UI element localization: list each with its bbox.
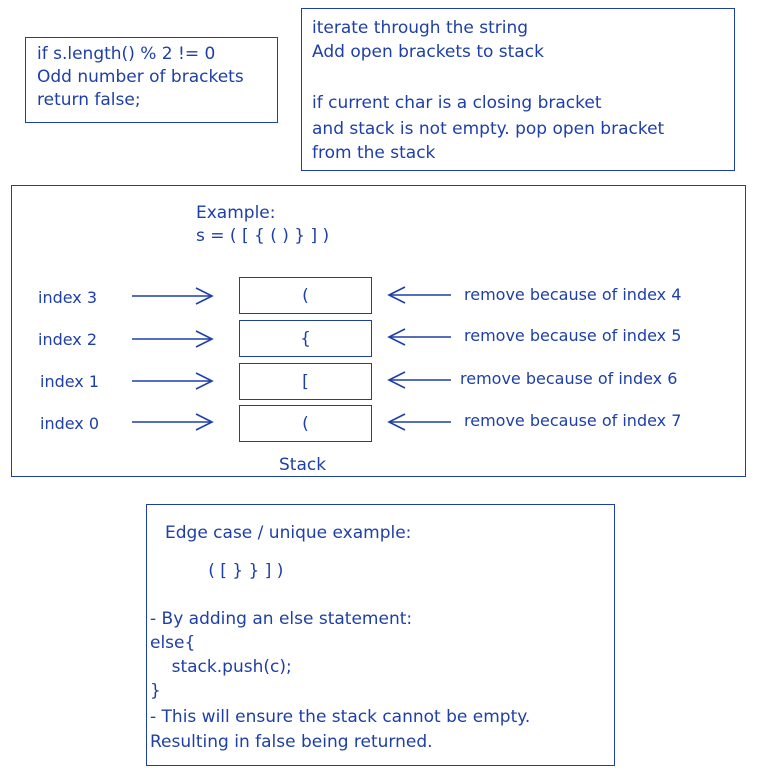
- remove-label: remove because of index 4: [464, 285, 682, 304]
- remove-label: remove because of index 7: [464, 411, 682, 430]
- note-line: return false;: [37, 90, 141, 110]
- stack-slot: [: [239, 363, 372, 400]
- note-line: ( [ } } ] ): [165, 561, 284, 581]
- stack-slot: {: [239, 320, 372, 357]
- note-line: Odd number of brackets: [37, 67, 244, 87]
- index-label: index 0: [40, 414, 100, 433]
- example-expression: s = ( [ { ( ) } ] ): [196, 226, 330, 246]
- edge-case-note: Edge case / unique example: ( [ } } ] ) …: [146, 504, 615, 766]
- remove-label: remove because of index 6: [460, 369, 678, 388]
- remove-label: remove because of index 5: [464, 326, 682, 345]
- note-line: iterate through the string: [312, 18, 529, 38]
- note-line: if current char is a closing bracket: [312, 93, 602, 113]
- note-line: from the stack: [312, 143, 436, 163]
- note-line: stack.push(c);: [150, 657, 292, 677]
- note-line: and stack is not empty. pop open bracket: [312, 119, 665, 139]
- stack-char: [: [302, 371, 309, 392]
- stack-slot: (: [239, 277, 372, 314]
- arrow-left-icon: [387, 328, 451, 346]
- note-line: - This will ensure the stack cannot be e…: [150, 707, 531, 727]
- example-frame: [11, 185, 746, 477]
- note-line: Resulting in false being returned.: [150, 732, 433, 752]
- stack-char: (: [302, 413, 309, 434]
- stack-slot: (: [239, 405, 372, 442]
- note-line: Add open brackets to stack: [312, 42, 544, 62]
- arrow-right-icon: [132, 372, 214, 390]
- note-line: - By adding an else statement:: [150, 609, 413, 629]
- note-line: else{: [150, 633, 196, 653]
- stack-char: {: [300, 328, 311, 349]
- arrow-right-icon: [132, 413, 214, 431]
- stack-char: (: [302, 285, 309, 306]
- note-line: Edge case / unique example:: [165, 523, 412, 543]
- arrow-left-icon: [387, 286, 451, 304]
- arrow-right-icon: [132, 330, 214, 348]
- note-line: }: [150, 681, 161, 701]
- odd-length-note: if s.length() % 2 != 0 Odd number of bra…: [25, 37, 278, 123]
- algorithm-note: iterate through the string Add open brac…: [301, 8, 735, 171]
- stack-label: Stack: [279, 455, 327, 475]
- example-title: Example:: [196, 203, 276, 223]
- arrow-left-icon: [387, 413, 451, 431]
- note-line: if s.length() % 2 != 0: [37, 44, 216, 64]
- arrow-right-icon: [132, 287, 214, 305]
- arrow-left-icon: [387, 371, 451, 389]
- index-label: index 2: [38, 330, 98, 349]
- index-label: index 3: [38, 288, 98, 307]
- index-label: index 1: [40, 372, 100, 391]
